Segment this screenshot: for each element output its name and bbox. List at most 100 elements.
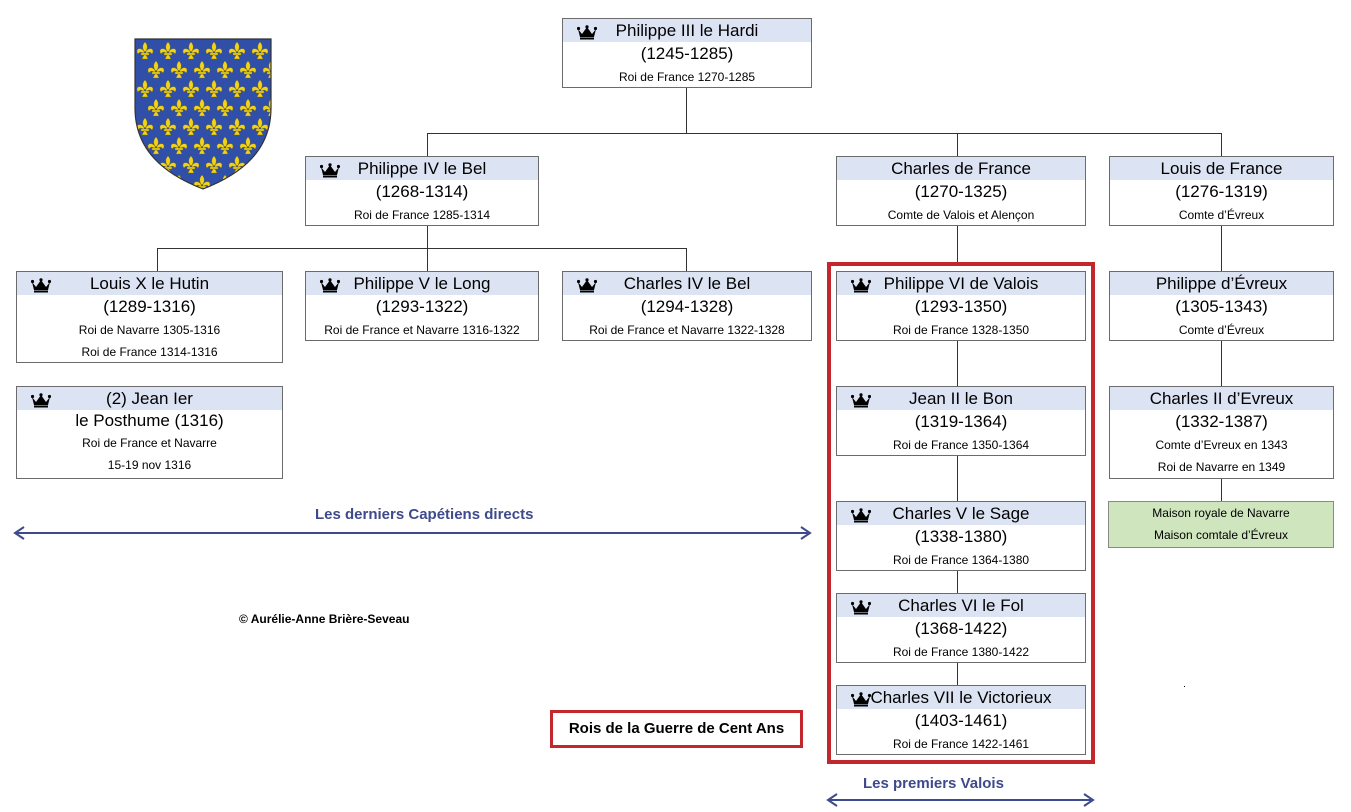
connector: [157, 248, 687, 249]
connector: [427, 225, 428, 248]
person-box-louis-x: Louis X le Hutin (1289-1316) Roi de Navarr…: [16, 271, 283, 363]
person-years: (1316): [174, 411, 224, 430]
connector: [957, 571, 958, 594]
person-box-jean-ii: Jean II le Bon(1319-1364)Roi de France 1…: [836, 386, 1086, 456]
person-role: Roi de France 1285-1314: [353, 208, 491, 222]
person-name-text: le Posthume: [75, 411, 170, 430]
person-years: (1245-1285): [640, 44, 734, 63]
person-name: Philippe d’Évreux: [1110, 272, 1333, 295]
connector: [427, 248, 428, 272]
person-role: 15-19 nov 1316: [107, 458, 192, 472]
person-name: Louis X le Hutin: [17, 272, 282, 295]
connector: [686, 88, 687, 133]
crown-icon: [850, 391, 872, 408]
person-name-text: Louis de France: [1160, 159, 1283, 178]
fleur-de-lis: [262, 174, 271, 189]
person-box-charles-vi: Charles VI le Fol(1368-1422)Roi de Franc…: [836, 593, 1086, 663]
person-name-line2: le Posthume (1316): [17, 410, 282, 432]
person-name: Philippe IV le Bel: [306, 157, 538, 180]
person-name-text: Charles V le Sage: [892, 504, 1030, 523]
person-role: Roi de Navarre 1305-1316: [78, 323, 221, 337]
person-name-text: Philippe d’Évreux: [1155, 274, 1288, 293]
person-role: Roi de France 1350-1364: [892, 438, 1030, 452]
person-name-text: Philippe III le Hardi: [615, 21, 759, 40]
crown-icon: [850, 598, 872, 615]
person-name-text: Philippe V le Long: [353, 274, 491, 293]
connector: [1221, 133, 1222, 157]
person-role: Roi de France 1270-1285: [618, 70, 756, 84]
person-years: (1270-1325): [914, 182, 1008, 201]
person-name-text: Charles VI le Fol: [898, 596, 1024, 615]
connector: [1221, 225, 1222, 272]
person-years: (1403-1461): [914, 711, 1008, 730]
crown-icon: [850, 690, 872, 707]
person-years: (1319-1364): [914, 412, 1008, 431]
person-name-text: Philippe IV le Bel: [357, 159, 487, 178]
connector: [957, 663, 958, 686]
person-name: Charles IV le Bel: [563, 272, 811, 295]
person-role: Comte de Valois et Alençon: [887, 208, 1035, 222]
person-box-philippe-iii: Philippe III le Hardi (1245-1285) Roi de F…: [562, 18, 812, 88]
fleur-de-lis: [136, 155, 154, 174]
fleur-de-lis: [251, 155, 269, 174]
person-name: Philippe V le Long: [306, 272, 538, 295]
person-role: Roi de France 1328-1350: [892, 323, 1030, 337]
person-role: Roi de France et Navarre 1316-1322: [324, 323, 520, 337]
person-years: (1289-1316): [103, 297, 196, 316]
crown-icon: [319, 161, 341, 178]
person-role: Comte d’Evreux en 1343: [1155, 438, 1288, 452]
double-arrow-valois: [826, 793, 1095, 807]
connector: [1221, 479, 1222, 501]
crown-icon: [30, 276, 52, 293]
person-years: (1368-1422): [914, 619, 1008, 638]
connector: [957, 456, 958, 502]
person-box-charles-v: Charles V le Sage(1338-1380)Roi de Franc…: [836, 501, 1086, 571]
person-name: Philippe VI de Valois: [837, 272, 1085, 295]
person-box-philippe-evreux: Philippe d’Évreux(1305-1343)Comte d’Évre…: [1109, 271, 1334, 341]
person-box-charles-ii-evreux: Charles II d’Evreux (1332-1387) Comte d’Ev…: [1109, 386, 1334, 479]
crown-icon: [850, 276, 872, 293]
person-name: Charles V le Sage: [837, 502, 1085, 525]
person-box-philippe-v: Philippe V le Long (1293-1322) Roi de Fran…: [305, 271, 539, 341]
person-name: Charles VI le Fol: [837, 594, 1085, 617]
double-arrow-capetiens: [13, 526, 812, 540]
stray-dot: [1184, 686, 1185, 687]
connector: [427, 133, 1222, 134]
person-years: (1268-1314): [375, 182, 469, 201]
person-years: (1293-1322): [375, 297, 469, 316]
connector: [1221, 341, 1222, 387]
person-role: Roi de France 1314-1316: [81, 345, 218, 359]
person-name-text: Charles IV le Bel: [623, 274, 751, 293]
connector: [427, 133, 428, 157]
person-box-philippe-vi: Philippe VI de Valois(1293-1350)Roi de F…: [836, 271, 1086, 341]
fleur-de-lis: [239, 174, 257, 189]
crown-icon: [30, 391, 52, 408]
person-years: (1332-1387): [1175, 412, 1268, 431]
hundred-years-war-frame: [827, 262, 1095, 764]
crown-icon: [319, 276, 341, 293]
copyright-notice: © Aurélie-Anne Brière-Seveau: [239, 612, 410, 626]
person-name: Charles de France: [837, 157, 1085, 180]
caption-valois: Les premiers Valois: [863, 775, 1004, 792]
connector: [957, 341, 958, 387]
crown-icon: [576, 23, 598, 40]
person-box-philippe-iv: Philippe IV le Bel (1268-1314) Roi de Fran…: [305, 156, 539, 226]
person-role: Comte d’Évreux: [1178, 208, 1265, 222]
person-name: Charles VII le Victorieux: [837, 686, 1085, 709]
connector: [957, 225, 958, 263]
hundred-years-war-label: Rois de la Guerre de Cent Ans: [550, 710, 803, 748]
person-role: Roi de Navarre en 1349: [1157, 460, 1286, 474]
person-years: (1294-1328): [640, 297, 734, 316]
person-name: Louis de France: [1110, 157, 1333, 180]
caption-capetiens: Les derniers Capétiens directs: [315, 506, 534, 523]
person-box-charles-iv: Charles IV le Bel(1294-1328)Roi de Franc…: [562, 271, 812, 341]
person-name: Charles II d’Evreux: [1110, 387, 1333, 410]
person-box-louis-de-france: Louis de France (1276-1319) Comte d’Évreux: [1109, 156, 1334, 226]
connector: [686, 248, 687, 272]
person-box-charles-de-france: Charles de France (1270-1325) Comte de Val…: [836, 156, 1086, 226]
crown-icon: [850, 506, 872, 523]
connector: [157, 248, 158, 272]
crown-icon: [576, 276, 598, 293]
person-years: (1276-1319): [1175, 182, 1268, 201]
